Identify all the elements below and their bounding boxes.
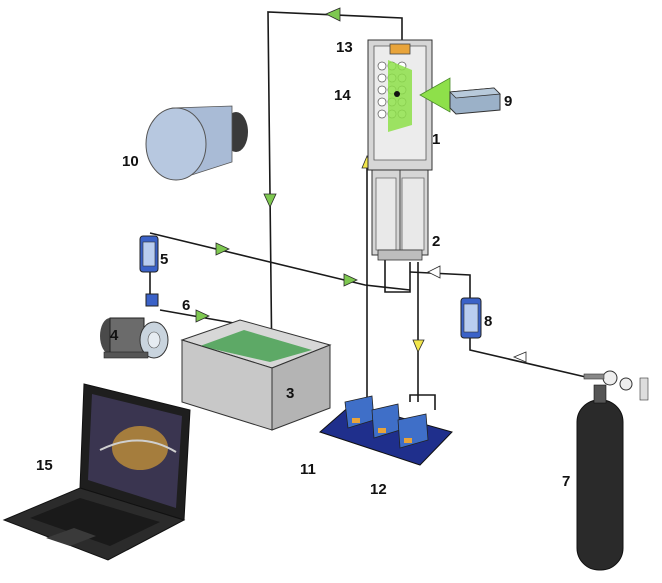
column-reactor — [367, 39, 451, 261]
green-light-beam-left — [388, 60, 412, 132]
gas-cylinder — [576, 370, 649, 571]
valve-6 — [145, 293, 159, 307]
pump-motor — [100, 317, 169, 359]
arrow-white-gas — [427, 265, 441, 279]
label-13: 13 — [336, 39, 353, 56]
label-3: 3 — [286, 385, 294, 402]
label-12: 12 — [370, 481, 387, 498]
column-lower-right-chamber — [401, 177, 425, 251]
label-14: 14 — [334, 87, 351, 104]
water-tank — [180, 319, 332, 431]
flowmeter-5 — [139, 235, 159, 273]
column-base — [377, 249, 423, 261]
component-labels: 1 2 3 4 5 6 7 8 9 10 11 12 13 14 15 — [36, 39, 570, 498]
pressure-gauge-1 — [602, 370, 618, 386]
label-4: 4 — [110, 327, 119, 344]
light-source-box — [449, 87, 501, 115]
label-10: 10 — [122, 153, 139, 170]
arrow-green-pump — [195, 309, 210, 323]
column-top-cap — [389, 43, 411, 55]
laptop-computer — [2, 383, 191, 561]
label-2: 2 — [432, 233, 440, 250]
flowmeter-8 — [460, 297, 482, 339]
analyzer-platform — [319, 395, 453, 466]
arrow-green-down — [263, 193, 277, 208]
label-6: 6 — [182, 297, 190, 314]
label-8: 8 — [484, 313, 492, 330]
arrow-green-top — [325, 7, 341, 22]
label-1: 1 — [432, 131, 440, 148]
pipe-flowmeter5-to-column — [149, 232, 411, 291]
label-11: 11 — [300, 461, 316, 478]
column-lower-left-chamber — [375, 177, 397, 251]
drum-vessel — [145, 105, 248, 181]
pipe-analyzer-links — [409, 394, 436, 410]
arrow-green-mid — [215, 242, 230, 256]
label-7: 7 — [562, 473, 570, 490]
label-15: 15 — [36, 457, 53, 474]
arrow-yellow-down — [412, 339, 425, 353]
pipe-cylinder-to-flowmeter8 — [469, 338, 591, 379]
label-5: 5 — [160, 251, 168, 268]
pipe-gas-manifold — [384, 255, 411, 293]
pressure-gauge-2 — [619, 377, 633, 391]
label-9: 9 — [504, 93, 512, 110]
arrow-green-right — [343, 273, 358, 287]
flow-arrows — [195, 7, 527, 363]
beam-center-point — [394, 91, 400, 97]
arrow-white-cylinder — [512, 351, 527, 363]
